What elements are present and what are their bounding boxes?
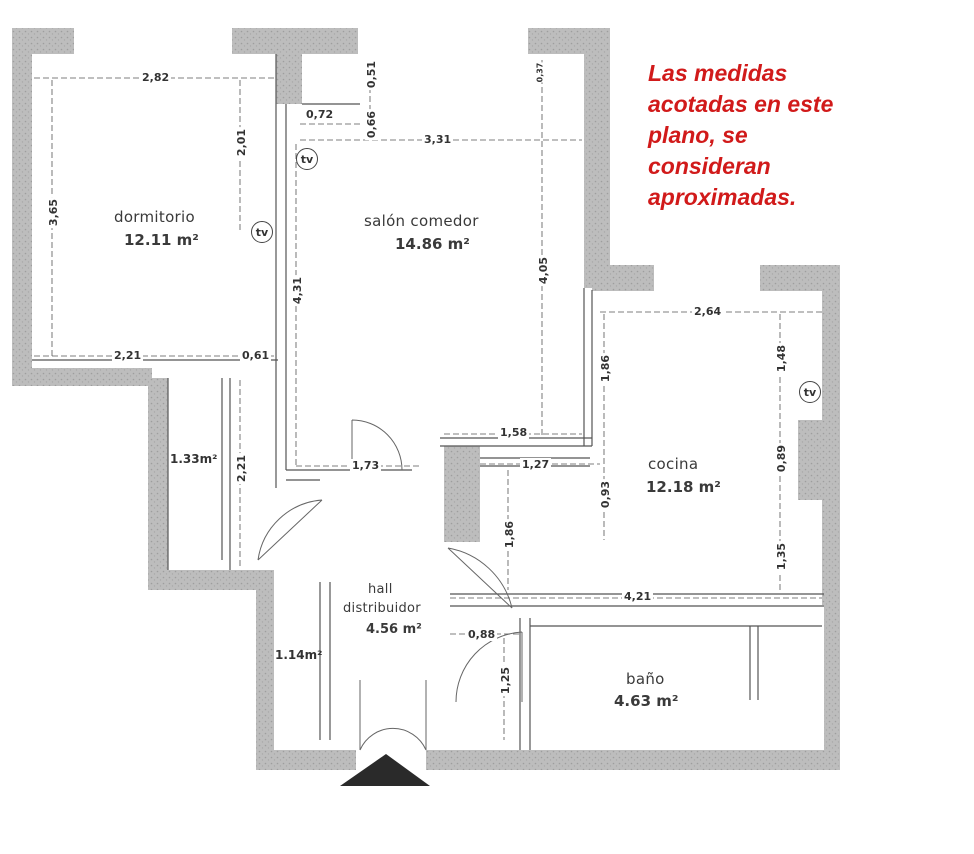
dimension-label: 1,73 bbox=[350, 459, 382, 472]
room-label-dormitorio: dormitorio bbox=[114, 208, 195, 226]
door-kitchen bbox=[447, 547, 513, 609]
room-area-bano: 4.63 m² bbox=[614, 692, 679, 710]
dimension-label: 1,27 bbox=[520, 458, 552, 471]
dimension-label: 1,35 bbox=[775, 540, 789, 573]
tv-icon: tv bbox=[251, 221, 273, 243]
dimension-label: 0,72 bbox=[306, 108, 334, 121]
door-bath bbox=[455, 631, 523, 703]
note-line: Las medidas bbox=[648, 60, 788, 86]
wall-bottom-right bbox=[426, 750, 840, 770]
closet-area-1: 1.33m² bbox=[170, 452, 218, 466]
room-area-cocina: 12.18 m² bbox=[646, 478, 721, 496]
dimension-label: 0,37 bbox=[535, 62, 545, 83]
room-area-hall: 4.56 m² bbox=[366, 622, 422, 637]
wall-right bbox=[822, 265, 840, 605]
wall-closet-left bbox=[148, 378, 168, 590]
note-line: acotadas en este bbox=[648, 91, 834, 117]
wall-bottom-left bbox=[256, 750, 356, 770]
room-label-hall-1: hall bbox=[368, 582, 393, 597]
dimension-label: 1,25 bbox=[499, 664, 513, 697]
tv-icon: tv bbox=[799, 381, 821, 403]
dimension-label: 1,48 bbox=[775, 342, 789, 375]
wall-closet-bottom bbox=[148, 570, 258, 590]
entrance-arrow-icon bbox=[340, 754, 430, 786]
wall-tv-niche bbox=[798, 420, 824, 500]
wall-top-mid bbox=[232, 28, 358, 54]
tv-icon: tv bbox=[296, 148, 318, 170]
dimension-label: 4,21 bbox=[622, 590, 654, 603]
dimension-label: 1,86 bbox=[503, 518, 517, 551]
dimension-label: 2,64 bbox=[692, 305, 724, 318]
room-area-salon: 14.86 m² bbox=[395, 235, 470, 253]
closet-area-2: 1.14m² bbox=[275, 648, 323, 662]
room-area-dormitorio: 12.11 m² bbox=[124, 231, 199, 249]
dimension-label: 0,66 bbox=[365, 108, 379, 141]
wall-right-lower bbox=[824, 600, 840, 770]
dimension-label: 1,58 bbox=[498, 426, 530, 439]
dimension-label: 0,89 bbox=[775, 442, 789, 475]
dimension-label: 2,21 bbox=[112, 349, 144, 362]
dimension-label: 0,93 bbox=[599, 478, 613, 511]
dimension-label: 3,65 bbox=[47, 196, 61, 229]
door-entrance bbox=[359, 680, 427, 751]
dimension-label: 0,88 bbox=[466, 628, 498, 641]
room-label-bano: baño bbox=[626, 670, 665, 688]
wall-left-bottom bbox=[12, 368, 152, 386]
dimension-label: 4,05 bbox=[537, 254, 551, 287]
room-label-cocina: cocina bbox=[648, 455, 699, 473]
room-label-salon: salón comedor bbox=[364, 212, 479, 230]
dimension-label: 2,21 bbox=[235, 452, 249, 485]
note-line: consideran bbox=[648, 153, 771, 179]
wall-salon-right bbox=[584, 28, 610, 288]
wall-column bbox=[444, 446, 480, 542]
room-label-hall-2: distribuidor bbox=[343, 601, 421, 616]
wall-mid-stub bbox=[276, 54, 302, 104]
walls bbox=[12, 28, 840, 770]
disclaimer-note: Las medidas acotadas en este plano, se c… bbox=[648, 58, 888, 213]
note-line: plano, se bbox=[648, 122, 748, 148]
dimension-label: 4,31 bbox=[291, 274, 305, 307]
wall-left bbox=[12, 28, 32, 386]
dimension-label: 3,31 bbox=[422, 133, 454, 146]
door-closet bbox=[257, 499, 323, 561]
wall-hall-left bbox=[256, 570, 274, 770]
dimension-label: 2,01 bbox=[235, 126, 249, 159]
note-line: aproximadas. bbox=[648, 184, 797, 210]
dimension-label: 0,51 bbox=[365, 58, 379, 91]
wall-kitchen-top-right bbox=[760, 265, 840, 291]
dimension-label: 0,61 bbox=[240, 349, 272, 362]
dimension-label: 2,82 bbox=[140, 71, 172, 84]
dimension-label: 1,86 bbox=[599, 352, 613, 385]
